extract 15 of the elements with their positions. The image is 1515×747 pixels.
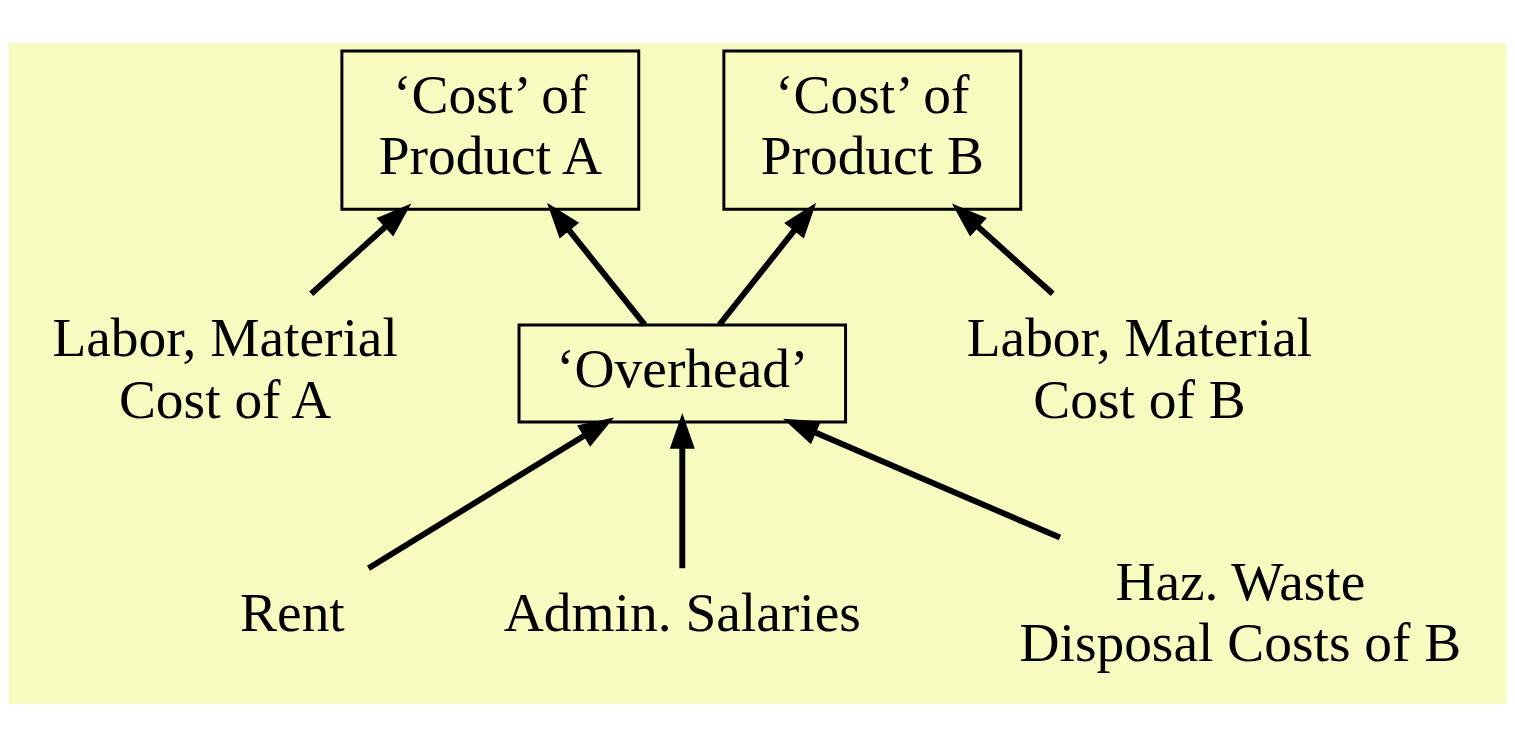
node-text: Rent — [240, 581, 345, 643]
node-box: ‘Cost’ of Product B — [722, 49, 1023, 211]
arrow — [951, 203, 1055, 296]
arrow — [366, 417, 615, 571]
node-text: Haz. Waste Disposal Costs of B — [1019, 550, 1462, 674]
node-text: Admin. Salaries — [503, 581, 861, 643]
node-text: Labor, Material Cost of A — [52, 307, 398, 430]
node-text: Labor, Material Cost of B — [966, 307, 1313, 430]
arrow — [717, 202, 817, 327]
node-box: ‘Cost’ of Product A — [340, 49, 641, 211]
arrow — [669, 413, 695, 569]
arrow — [309, 203, 412, 296]
arrow — [783, 418, 1062, 541]
arrow — [547, 202, 648, 327]
node-box: ‘Overhead’ — [517, 323, 848, 424]
